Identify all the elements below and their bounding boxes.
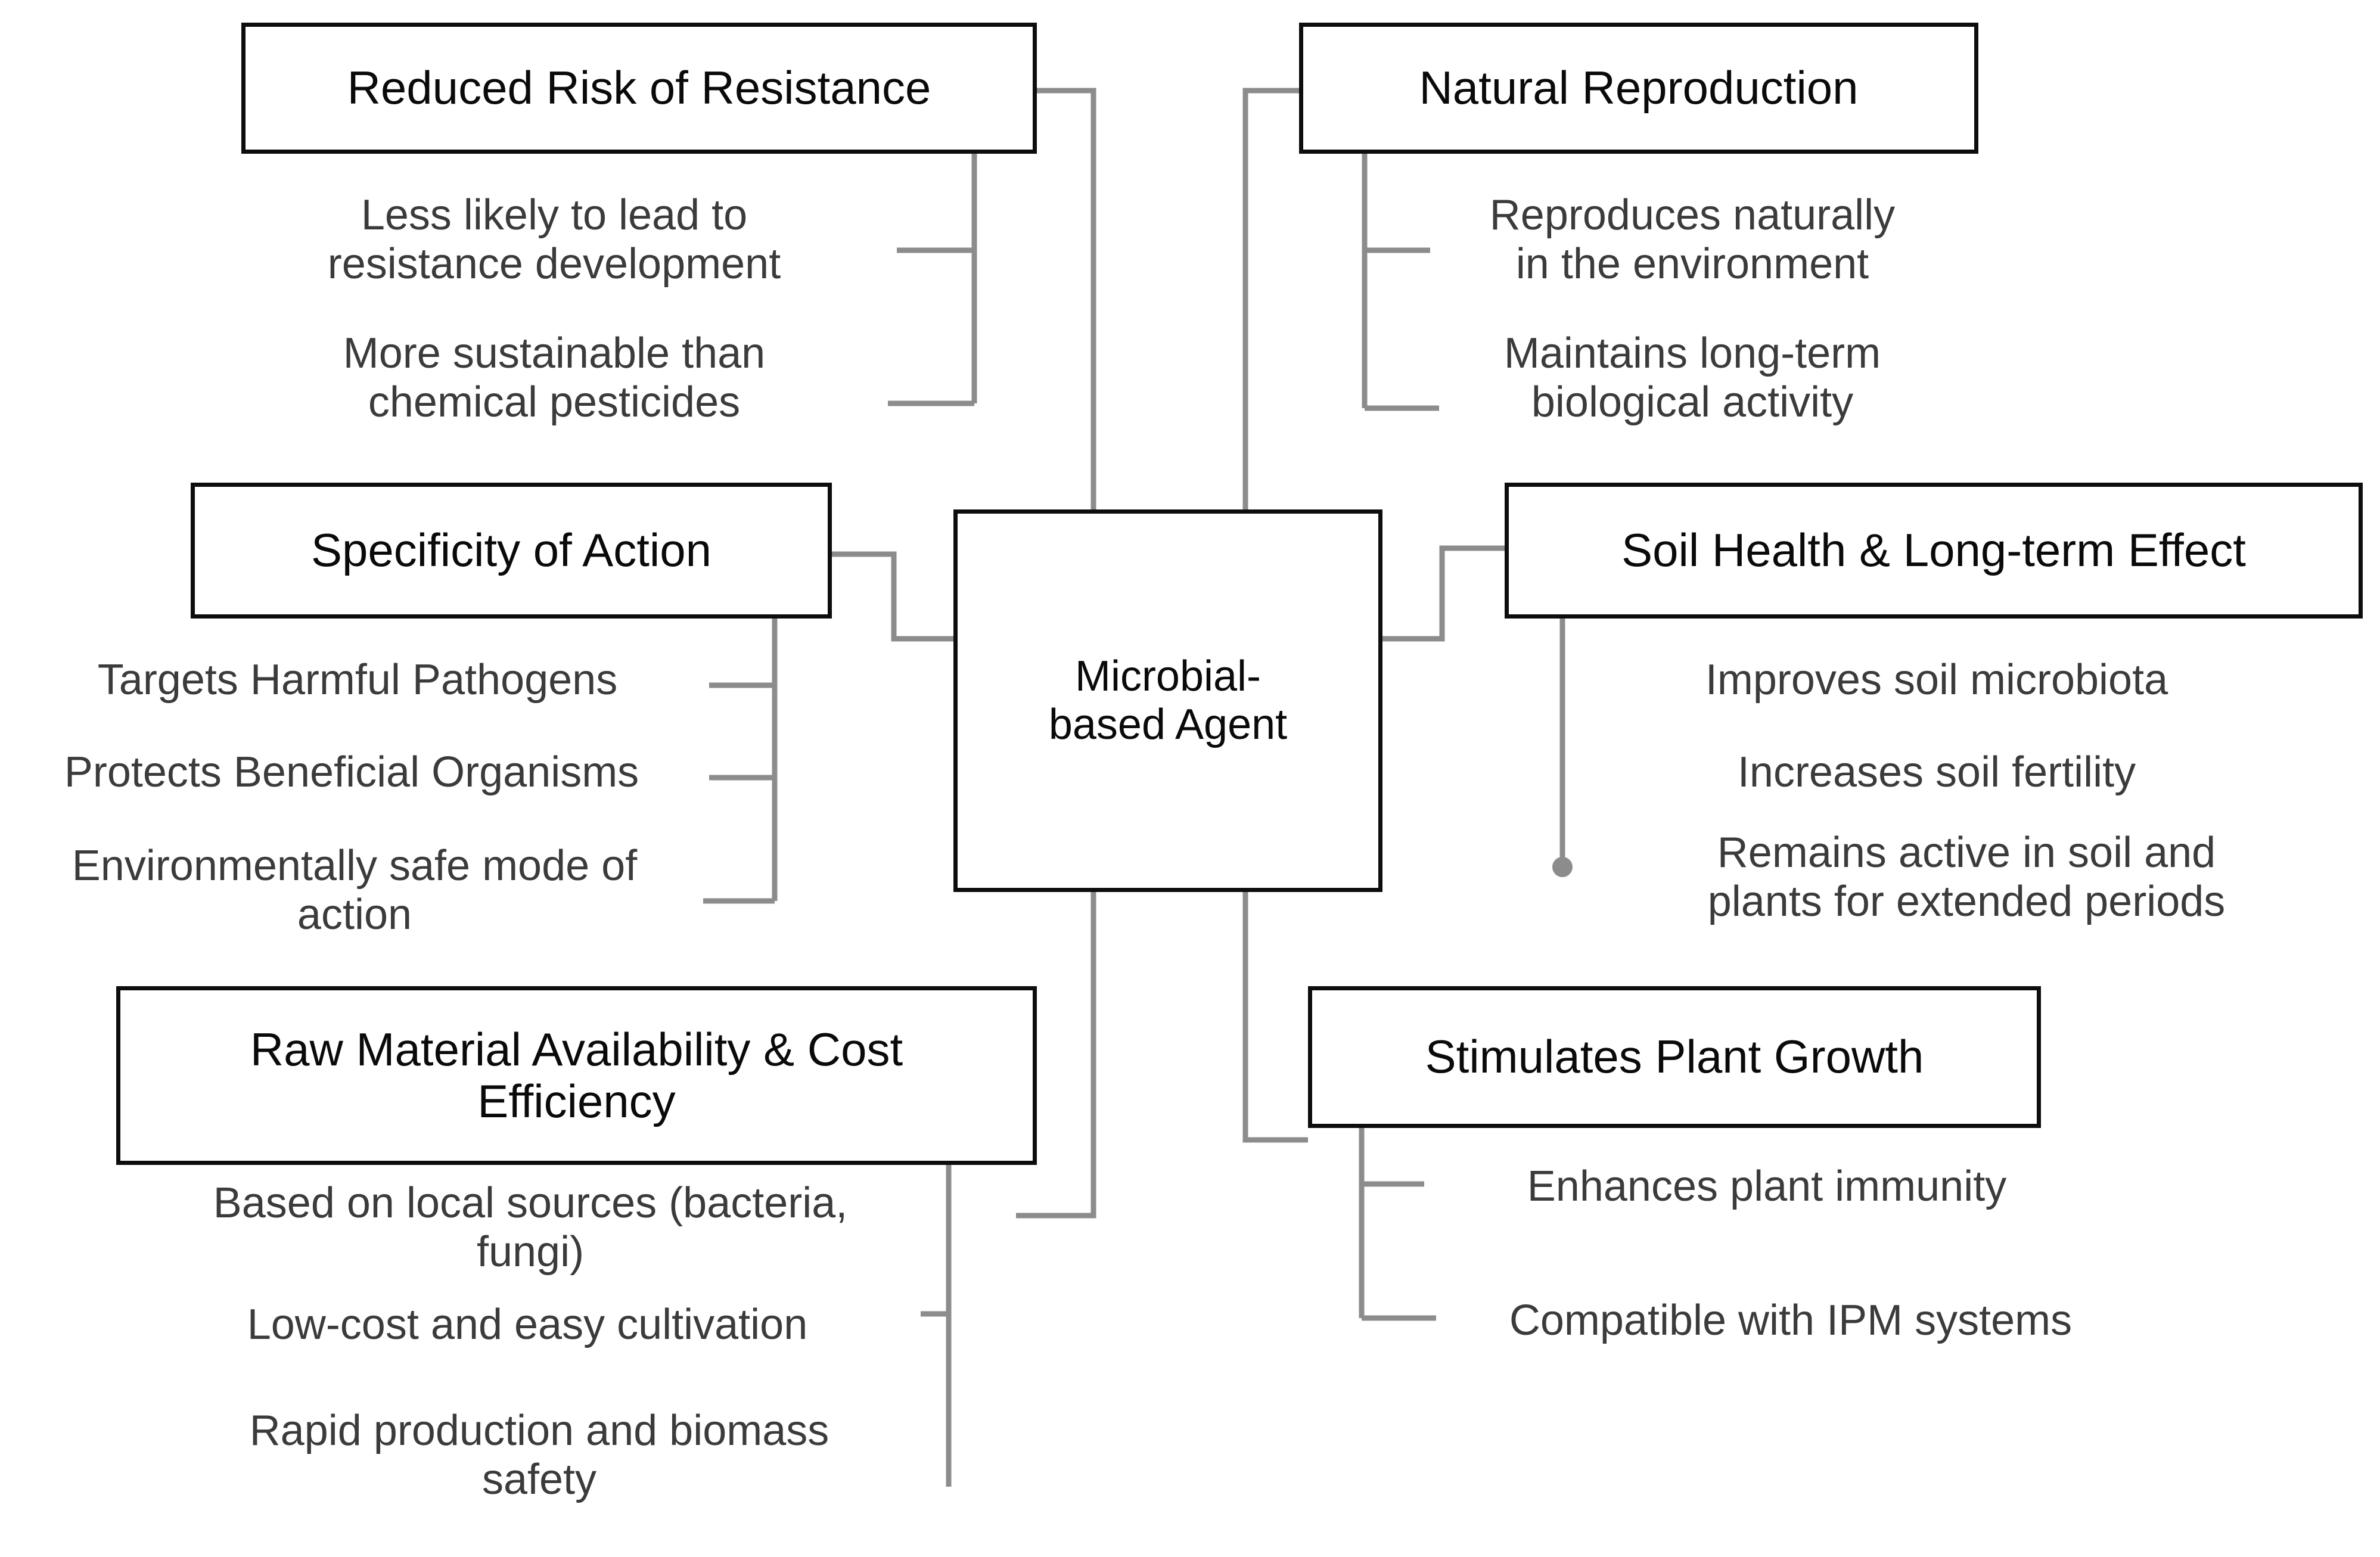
leaf-soil-health-1: Improves soil microbiota [1705, 656, 2168, 704]
leaf-specificity-2: Protects Beneficial Organisms [64, 748, 639, 796]
leaf-stimulates-growth-2: Compatible with IPM systems [1509, 1297, 2073, 1344]
node-title: Specificity of Action [311, 524, 711, 577]
node-natural-reproduction[interactable]: Natural Reproduction [1299, 23, 1978, 154]
node-reduced-risk-of-resistance[interactable]: Reduced Risk of Resistance [241, 23, 1037, 154]
leaf-soil-health-2: Increases soil fertility [1737, 748, 2136, 796]
node-specificity-of-action[interactable]: Specificity of Action [191, 483, 832, 619]
connector-center-to-soil-health [1382, 545, 1505, 642]
leaf-raw-material-3: Rapid production and biomass safety [249, 1407, 829, 1504]
leaf-natural-reproduction-2: Maintains long-term biological activity [1503, 330, 1881, 427]
node-title: Reduced Risk of Resistance [347, 61, 931, 114]
node-title: Raw Material Availability & Cost Efficie… [250, 1023, 903, 1127]
soil-health-terminal-dot [1552, 857, 1573, 877]
connector-specificity-to-center [832, 551, 953, 642]
node-title: Natural Reproduction [1419, 61, 1859, 114]
connector-center-to-stimulates-growth [1242, 892, 1308, 1143]
node-raw-material-availability-cost-efficiency[interactable]: Raw Material Availability & Cost Efficie… [116, 986, 1037, 1165]
leaf-specificity-1: Targets Harmful Pathogens [97, 656, 618, 704]
node-center-microbial-based-agent[interactable]: Microbial- based Agent [953, 509, 1382, 892]
center-label: Microbial- based Agent [1048, 652, 1288, 748]
leaf-reduced-risk-1: Less likely to lead to resistance develo… [327, 191, 781, 288]
node-title: Soil Health & Long-term Effect [1621, 524, 2246, 577]
node-stimulates-plant-growth[interactable]: Stimulates Plant Growth [1308, 986, 2041, 1128]
leaf-raw-material-1: Based on local sources (bacteria, fungi) [213, 1179, 848, 1276]
leaf-raw-material-2: Low-cost and easy cultivation [247, 1301, 808, 1348]
leaf-specificity-3: Environmentally safe mode of action [72, 842, 638, 939]
leaf-reduced-risk-2: More sustainable than chemical pesticide… [343, 330, 766, 427]
leaf-stimulates-growth-1: Enhances plant immunity [1527, 1163, 2007, 1210]
node-title: Stimulates Plant Growth [1425, 1030, 1924, 1083]
leaf-soil-health-3: Remains active in soil and plants for ex… [1707, 829, 2226, 926]
node-soil-health-long-term-effect[interactable]: Soil Health & Long-term Effect [1505, 483, 2363, 619]
leaf-natural-reproduction-1: Reproduces naturally in the environment [1489, 191, 1896, 288]
